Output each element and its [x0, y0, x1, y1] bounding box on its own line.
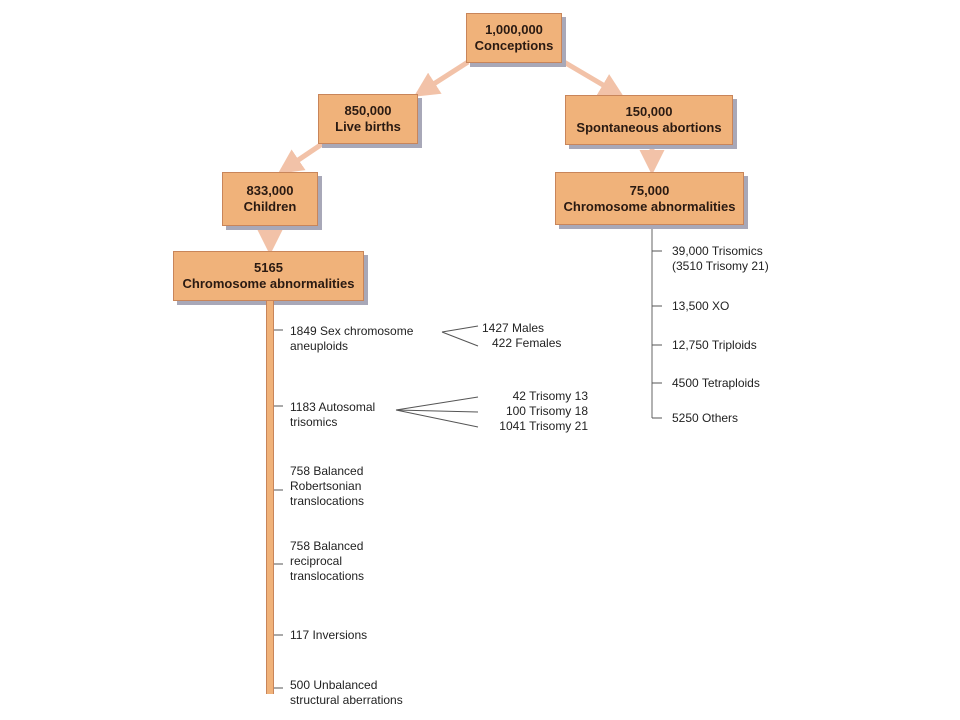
- arrow-conceptions-live-births: [413, 59, 470, 97]
- split-line-trisomy18: [395, 409, 479, 413]
- child-breakdown-robertsonian: 758 Balanced Robertsonian translocations: [290, 464, 365, 508]
- split-line-males: [441, 325, 479, 333]
- child-breakdown-reciprocal: 758 Balanced reciprocal translocations: [290, 539, 365, 583]
- node-conceptions: 1,000,000 Conceptions: [466, 13, 562, 63]
- abortion-breakdown-triploids: 12,750 Triploids: [672, 338, 757, 352]
- split-line-trisomy13: [395, 396, 479, 411]
- child-breakdown-sex-chromosome: 1849 Sex chromosome aneuploids: [290, 324, 414, 353]
- sex-split-labels: 1427 Males 422 Females: [482, 321, 562, 350]
- arrow-conceptions-abortions: [562, 59, 625, 98]
- child-breakdown-autosomal: 1183 Autosomal trisomics: [290, 400, 376, 429]
- autosomal-split-labels: 42 Trisomy 13 100 Trisomy 18 1041 Trisom…: [499, 389, 588, 433]
- child-breakdown-inversions: 117 Inversions: [290, 628, 368, 642]
- abortion-breakdown-trisomics: 39,000 Trisomics (3510 Trisomy 21): [672, 244, 769, 273]
- arrow-live-births-children: [277, 141, 324, 174]
- child-breakdown-unbalanced: 500 Unbalanced structural aberrations: [290, 678, 403, 707]
- abortion-breakdown-tetraploids: 4500 Tetraploids: [672, 376, 760, 390]
- abortion-breakdown-others: 5250 Others: [672, 411, 739, 425]
- abortion-breakdown-xo: 13,500 XO: [672, 299, 730, 313]
- node-child-abnormalities: 5165 Chromosome abnormalities: [173, 251, 364, 301]
- node-live-births: 850,000 Live births: [318, 94, 418, 144]
- child-breakdown-stem: [266, 301, 274, 694]
- node-abortion-abnormalities: 75,000 Chromosome abnormalities: [555, 172, 744, 225]
- node-children: 833,000 Children: [222, 172, 318, 226]
- split-line-trisomy21: [395, 409, 479, 428]
- node-spontaneous-abortions: 150,000 Spontaneous abortions: [565, 95, 733, 145]
- split-line-females: [441, 331, 479, 347]
